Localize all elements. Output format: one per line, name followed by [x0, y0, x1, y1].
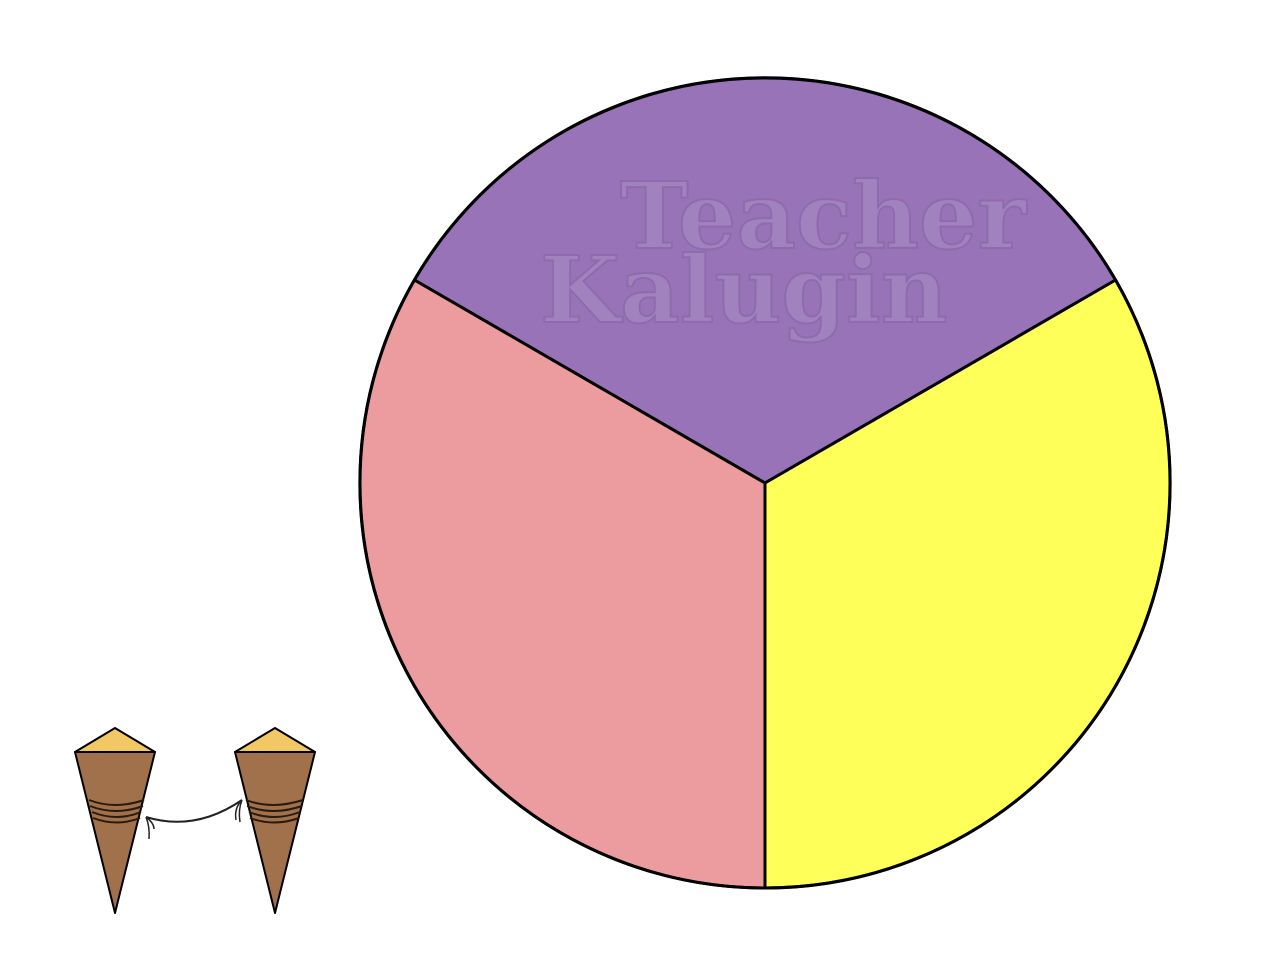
watermark-line1: Teacher	[620, 162, 1027, 270]
watermark: Teacher Kalugin	[539, 161, 1028, 345]
circle-outline	[358, 76, 1172, 890]
stake-left	[74, 727, 156, 914]
rope-knot-right	[234, 799, 243, 823]
stake-left-cap	[74, 727, 156, 753]
stake-left-binding	[88, 799, 145, 824]
stake-right-binding	[245, 799, 304, 824]
stake-right-cap	[234, 727, 316, 753]
watermark-line2: Kalugin	[540, 236, 948, 344]
rope	[145, 799, 243, 823]
rope-knot-left	[145, 816, 155, 840]
stake-right-body	[234, 751, 316, 914]
stakes-with-rope	[74, 727, 316, 914]
stake-left-body	[74, 751, 156, 914]
stake-right	[234, 727, 316, 914]
fraction-circle	[358, 76, 1172, 890]
